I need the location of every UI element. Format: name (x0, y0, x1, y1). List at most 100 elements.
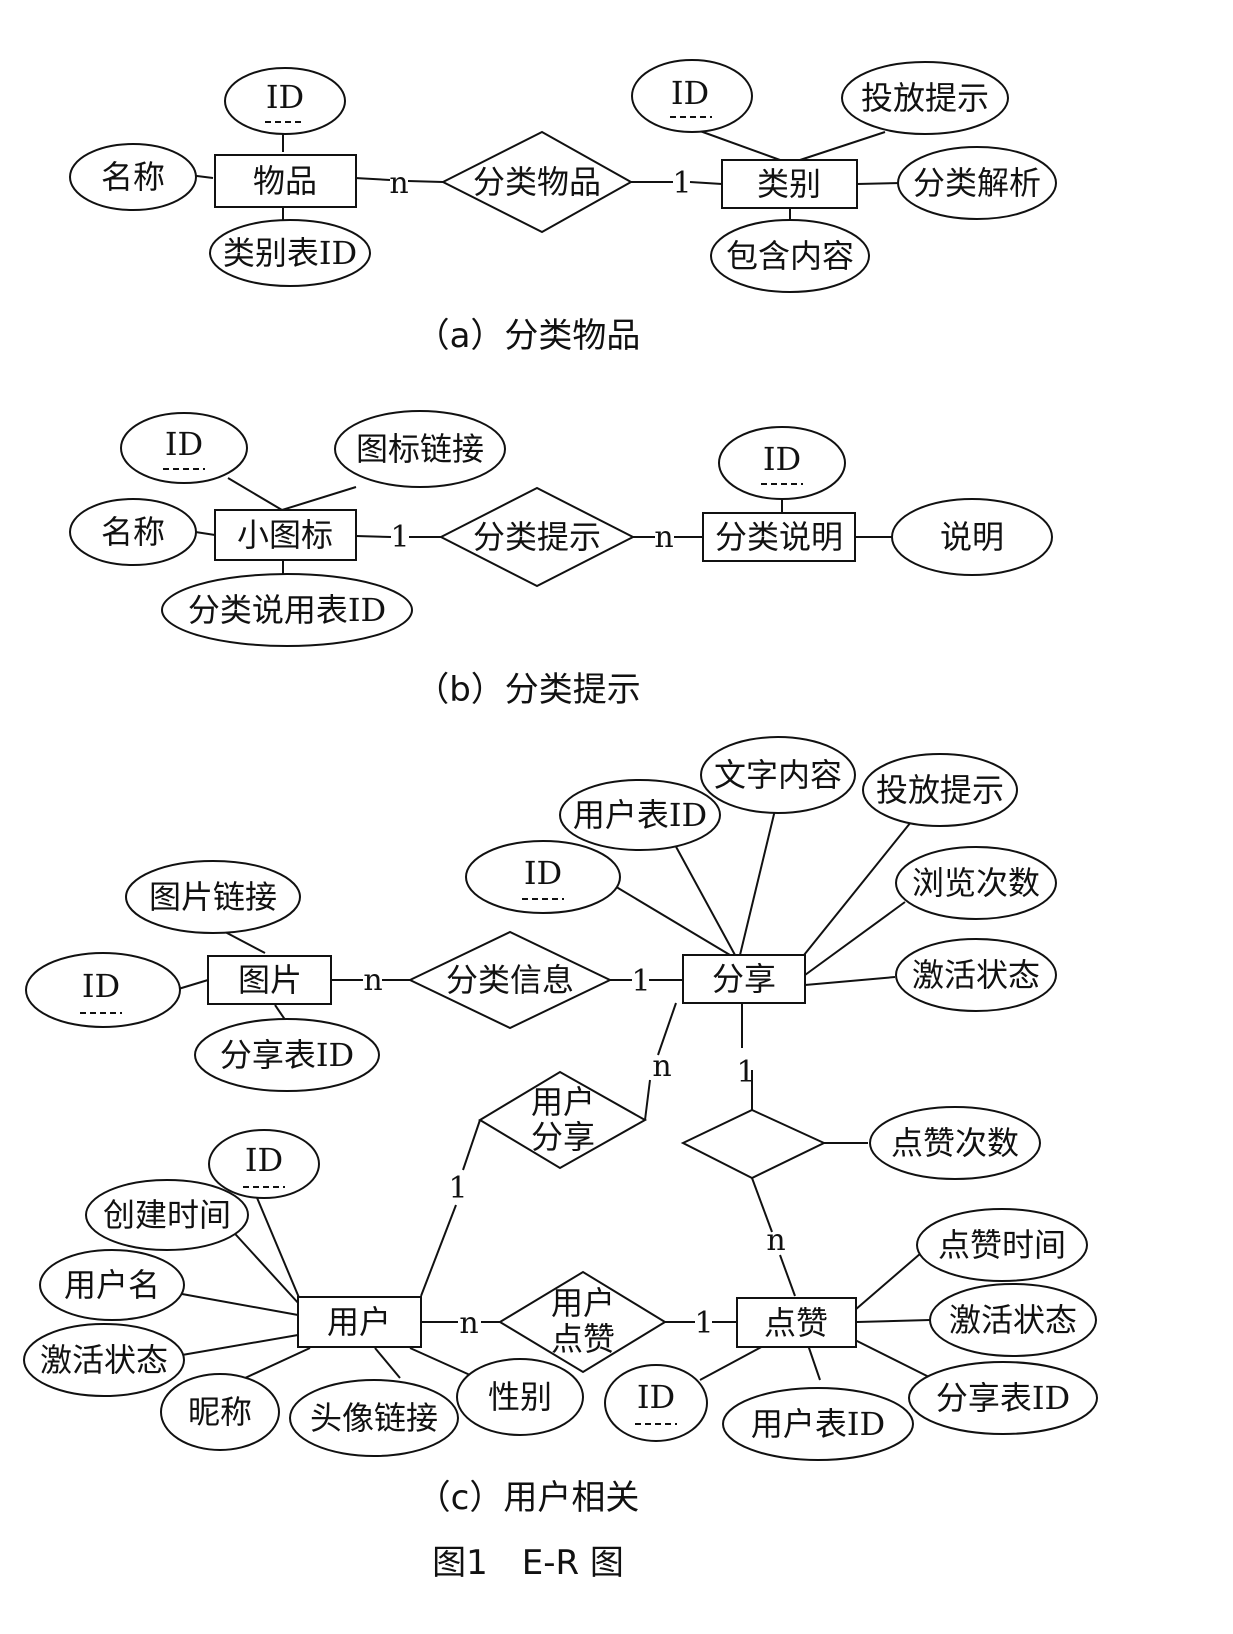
relation-user-share-label-2: 分享 (531, 1118, 595, 1156)
attr-user-created-label: 创建时间 (103, 1196, 231, 1234)
relation-classify-tips-label: 分类提示 (473, 518, 601, 556)
card-user-share: 1 (448, 1171, 467, 1206)
attr-user-avatar-label: 头像链接 (310, 1399, 438, 1437)
entity-share-label: 分享 (712, 960, 776, 998)
entity-desc (702, 512, 856, 562)
attr-user-active (23, 1323, 185, 1397)
attr-item-category-table-id-label: 类别表ID (223, 234, 357, 272)
attr-category-id-label: ID (671, 74, 709, 112)
attr-pic-link (125, 860, 301, 934)
entity-like (736, 1297, 857, 1348)
relation-user-share (478, 1070, 648, 1170)
attr-share-active (895, 938, 1057, 1012)
card-like-share: n (766, 1223, 785, 1258)
card-share-like: 1 (736, 1055, 755, 1090)
attr-user-active-label: 激活状态 (40, 1341, 168, 1379)
attr-item-name-label: 名称 (101, 158, 165, 196)
attr-category-contents-label: 包含内容 (726, 237, 854, 275)
attr-share-tips (862, 753, 1018, 827)
card-share-class: 1 (631, 964, 650, 999)
attr-icon-link (334, 410, 506, 488)
attr-share-active-label: 激活状态 (912, 956, 1040, 994)
card-desc: n (654, 520, 673, 555)
diagram-a: ID 名称 类别表ID 物品 n 分类物品 1 ID 投放提示 类别 分类解析 … (69, 59, 1057, 356)
attr-icon-desc-table-id-label: 分类说用表ID (188, 591, 386, 629)
entity-icon (214, 509, 357, 561)
entity-category-label: 类别 (757, 165, 821, 203)
entity-picture (207, 955, 332, 1005)
card-icon: 1 (390, 520, 409, 555)
relation-class-info-label: 分类信息 (446, 961, 574, 999)
card-category: 1 (672, 166, 691, 201)
relation-user-like-label-2: 点赞 (551, 1320, 615, 1358)
attr-icon-desc-table-id (161, 573, 413, 647)
attr-icon-id-label: ID (165, 425, 203, 463)
entity-share (682, 954, 806, 1004)
relation-classify-item-label: 分类物品 (473, 163, 601, 201)
relation-classify-tips (438, 486, 636, 588)
card-share-user: n (652, 1049, 671, 1084)
attr-item-name (69, 143, 197, 211)
card-user-like: n (459, 1306, 478, 1341)
relation-classify-item (440, 130, 634, 234)
attr-like-time-label: 点赞时间 (938, 1226, 1066, 1264)
attr-desc-text-label: 说明 (940, 518, 1004, 556)
caption-a: （a）分类物品 (416, 316, 641, 356)
attr-like-id-label: ID (637, 1378, 675, 1416)
attr-user-nickname (160, 1373, 280, 1451)
relation-class-info (407, 930, 613, 1030)
attr-category-tips (841, 61, 1009, 135)
relation-like-count (680, 1108, 827, 1180)
attr-user-avatar (289, 1379, 459, 1457)
attr-pic-share-table-id-label: 分享表ID (220, 1036, 354, 1074)
entity-category (721, 159, 858, 209)
card-item: n (389, 166, 408, 201)
attr-like-active-label: 激活状态 (949, 1301, 1077, 1339)
card-like-user: 1 (694, 1306, 713, 1341)
attr-user-nickname-label: 昵称 (188, 1393, 252, 1431)
attr-pic-link-label: 图片链接 (149, 878, 277, 916)
entity-icon-label: 小图标 (237, 516, 333, 554)
attr-share-user-table-id (559, 779, 721, 851)
attr-pic-id-label: ID (82, 967, 120, 1005)
attr-user-name-label: 用户名 (64, 1266, 160, 1304)
relation-user-like-label-1: 用户 (551, 1284, 615, 1322)
entity-user-label: 用户 (327, 1303, 391, 1341)
attr-category-analysis-label: 分类解析 (913, 164, 1041, 202)
attr-desc-id-label: ID (763, 440, 801, 478)
attr-share-text-label: 文字内容 (714, 756, 842, 794)
entity-item-label: 物品 (253, 162, 317, 200)
attr-icon-name (69, 498, 197, 566)
figure-caption: 图1 E-R 图 (432, 1543, 624, 1583)
attr-user-id-label: ID (245, 1141, 283, 1179)
attr-desc-id (718, 426, 846, 500)
diagram-c: 图片链接 ID 图片 分享表ID n 分类信息 1 用户表ID 文字内容 投放提… (23, 736, 1098, 1518)
attr-category-id (631, 59, 753, 133)
attr-pic-id (25, 952, 181, 1028)
attr-share-user-table-id-label: 用户表ID (573, 796, 707, 834)
attr-like-user-table-id-label: 用户表ID (751, 1405, 885, 1443)
attr-icon-name-label: 名称 (101, 513, 165, 551)
attr-like-count (869, 1106, 1041, 1180)
attr-category-contents (710, 219, 870, 293)
diagram-b: ID 图标链接 名称 小图标 分类说用表ID 1 分类提示 n ID 分类说明 … (69, 410, 1053, 710)
attr-user-gender-label: 性别 (488, 1378, 552, 1416)
card-pic: n (363, 963, 382, 998)
attr-like-count-label: 点赞次数 (891, 1124, 1019, 1162)
attr-user-gender (456, 1358, 584, 1436)
attr-user-created (85, 1179, 249, 1251)
attr-icon-id (120, 412, 248, 484)
entity-like-label: 点赞 (764, 1304, 828, 1342)
attr-share-id (465, 840, 621, 914)
attr-share-text (700, 736, 856, 814)
attr-item-id-label: ID (266, 78, 304, 116)
attr-like-id (604, 1364, 708, 1442)
attr-desc-text (891, 498, 1053, 576)
caption-c: （c）用户相关 (417, 1478, 640, 1518)
attr-user-id (208, 1129, 320, 1199)
attr-item-id (224, 67, 346, 135)
caption-b: （b）分类提示 (415, 670, 641, 710)
attr-share-tips-label: 投放提示 (876, 771, 1004, 809)
attr-like-active (929, 1283, 1097, 1357)
attr-category-tips-label: 投放提示 (861, 79, 989, 117)
